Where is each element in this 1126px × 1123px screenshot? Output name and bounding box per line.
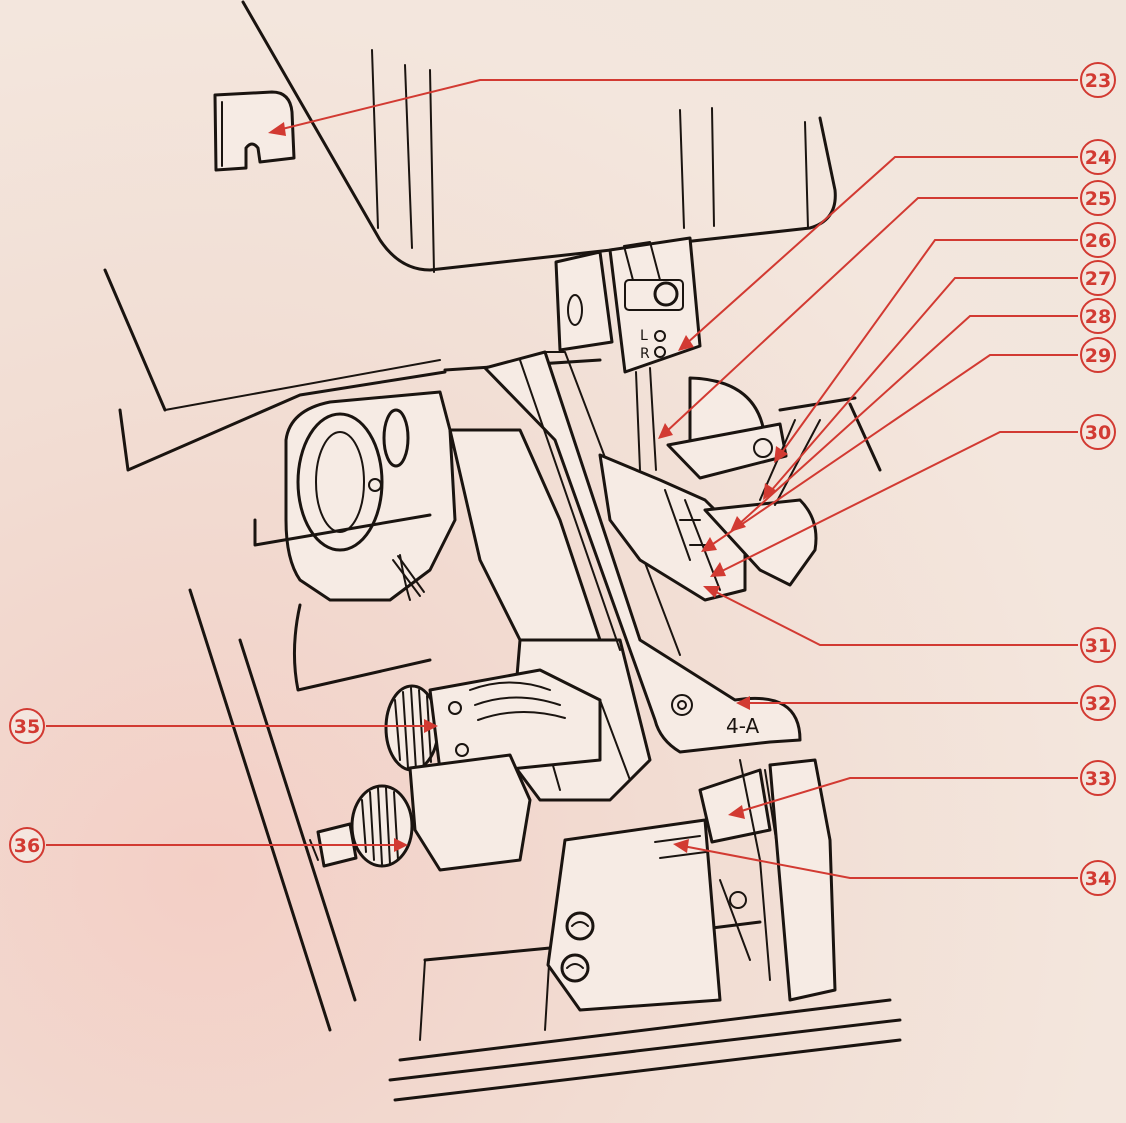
lower-cover-plate: [546, 818, 722, 1012]
callout-29-label: 29: [1085, 345, 1111, 367]
leader-31: [703, 586, 1078, 646]
callout-30-label: 30: [1085, 422, 1111, 444]
callout-23: 23: [1080, 62, 1116, 98]
callout-35-label: 35: [14, 716, 40, 738]
leader-25: [658, 197, 1078, 439]
leader-28: [730, 315, 1078, 532]
callout-31: 31: [1080, 627, 1116, 663]
callout-24: 24: [1080, 139, 1116, 175]
callout-34: 34: [1080, 860, 1116, 896]
callout-33: 33: [1080, 760, 1116, 796]
callout-25-label: 25: [1085, 188, 1111, 210]
leader-33: [728, 777, 1078, 819]
callout-26: 26: [1080, 222, 1116, 258]
plate-code-label: 4-A: [726, 714, 760, 738]
leader-24: [678, 156, 1078, 351]
callout-33-label: 33: [1085, 768, 1111, 790]
leader-26: [774, 239, 1078, 463]
callout-26-label: 26: [1085, 230, 1111, 252]
callout-30: 30: [1080, 414, 1116, 450]
callout-31-label: 31: [1085, 635, 1111, 657]
leader-29: [701, 354, 1078, 552]
leader-34: [673, 839, 1078, 879]
leader-30: [710, 431, 1078, 577]
callout-24-label: 24: [1085, 147, 1111, 169]
leader-27: [763, 277, 1078, 500]
needle-clamp-right-marking: R: [640, 346, 650, 362]
needle-clamp-left-marking: L: [640, 328, 648, 344]
callout-32: 32: [1080, 685, 1116, 721]
callout-28: 28: [1080, 298, 1116, 334]
callout-25: 25: [1080, 180, 1116, 216]
leader-23: [268, 79, 1078, 136]
callout-34-label: 34: [1085, 868, 1111, 890]
leader-35: [46, 719, 438, 733]
leader-32: [736, 696, 1078, 710]
callout-29: 29: [1080, 337, 1116, 373]
callout-36-label: 36: [14, 835, 40, 857]
callout-27: 27: [1080, 260, 1116, 296]
leader-36: [46, 838, 408, 852]
callout-32-label: 32: [1085, 693, 1111, 715]
callout-28-label: 28: [1085, 306, 1111, 328]
callout-36: 36: [9, 827, 45, 863]
callout-23-label: 23: [1085, 70, 1111, 92]
callout-35: 35: [9, 708, 45, 744]
callout-27-label: 27: [1085, 268, 1111, 290]
thread-guide: [213, 90, 296, 172]
